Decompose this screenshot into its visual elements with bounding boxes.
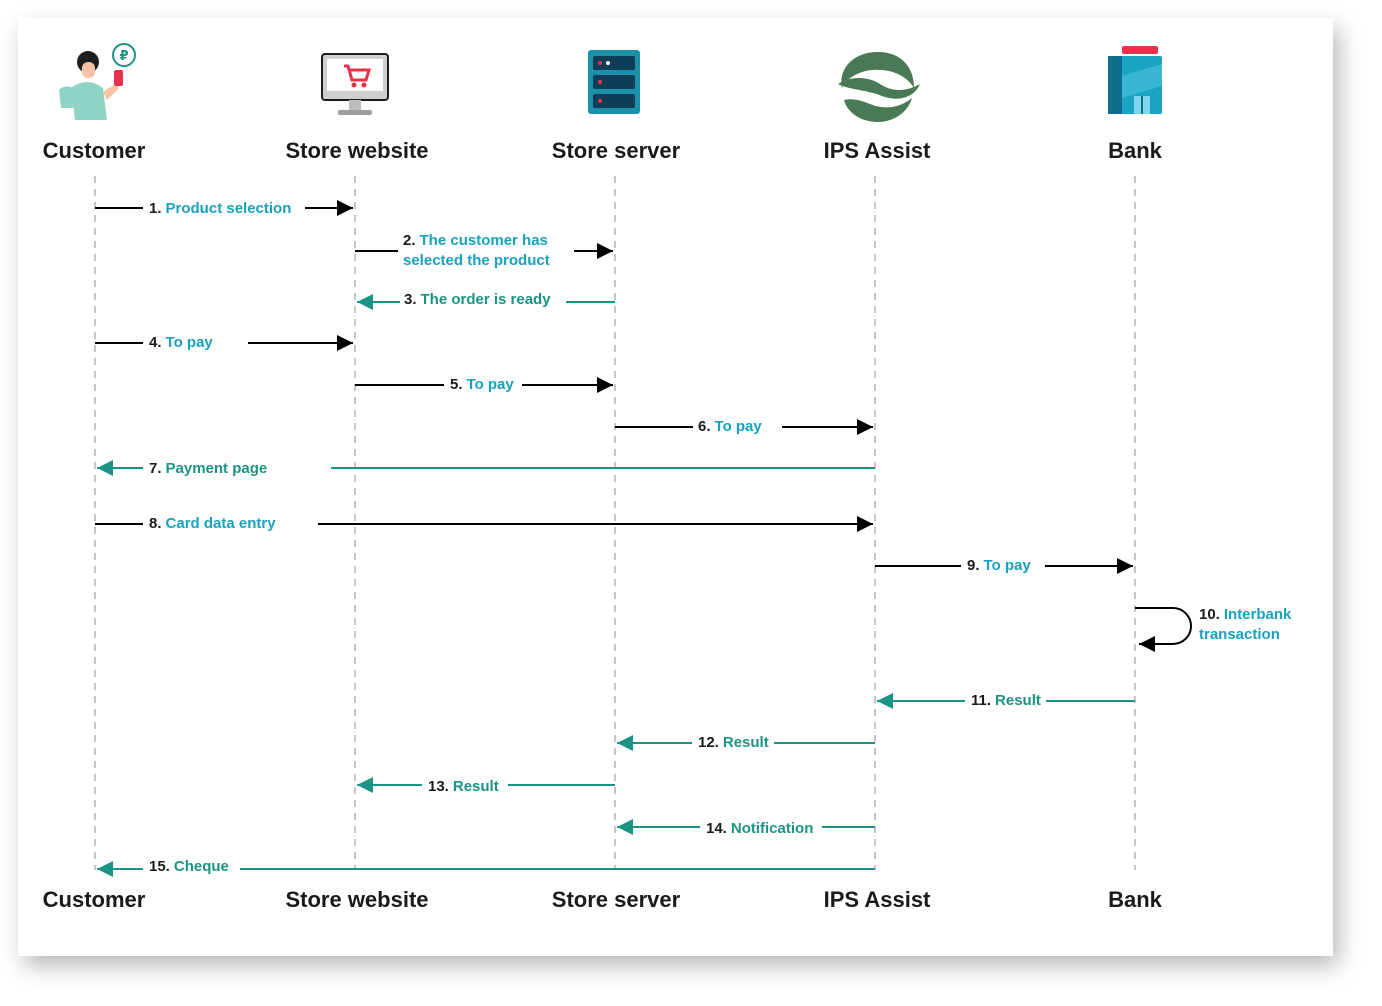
lifelines bbox=[94, 176, 1136, 870]
message-number: 4. bbox=[149, 334, 162, 351]
message-label: 12.Result bbox=[698, 734, 769, 751]
message-number: 12. bbox=[698, 734, 719, 751]
message-6: 6.To pay bbox=[615, 418, 873, 435]
message-label: 14.Notification bbox=[706, 820, 813, 837]
message-number: 10. bbox=[1199, 606, 1220, 623]
customer-person-icon: ₽ bbox=[59, 43, 136, 120]
actor-labels-top: Customer Store website Store server IPS Ass… bbox=[43, 138, 1163, 163]
message-text: Cheque bbox=[174, 858, 229, 875]
message-number: 8. bbox=[149, 515, 162, 532]
message-text: The customer has bbox=[420, 232, 548, 249]
message-text: Interbank bbox=[1224, 606, 1292, 623]
monitor-cart-icon bbox=[321, 53, 389, 115]
message-text: To pay bbox=[984, 557, 1032, 574]
message-2: 2.The customer has selected the product bbox=[355, 232, 613, 269]
actor-label-bank-bottom: Bank bbox=[1108, 887, 1163, 912]
message-14: 14.Notification bbox=[617, 819, 875, 837]
message-text: To pay bbox=[715, 418, 763, 435]
message-number: 13. bbox=[428, 778, 449, 795]
message-label: 13.Result bbox=[428, 778, 499, 795]
message-label: 4.To pay bbox=[149, 334, 213, 351]
actor-label-website-top: Store website bbox=[285, 138, 428, 163]
message-label: 15.Cheque bbox=[149, 858, 229, 875]
message-number: 9. bbox=[967, 557, 980, 574]
sequence-diagram-card: ₽ bbox=[18, 18, 1333, 956]
message-label: 5.To pay bbox=[450, 376, 514, 393]
actor-label-website-bottom: Store website bbox=[285, 887, 428, 912]
message-text: Notification bbox=[731, 820, 814, 837]
message-4: 4.To pay bbox=[95, 334, 353, 351]
message-label: 2.The customer has bbox=[403, 232, 548, 249]
message-label: transaction bbox=[1199, 626, 1280, 643]
message-text: Card data entry bbox=[166, 515, 277, 532]
message-text: Result bbox=[453, 778, 499, 795]
actor-label-customer-bottom: Customer bbox=[43, 887, 146, 912]
ips-assist-logo-icon bbox=[838, 52, 920, 122]
actor-label-bank-top: Bank bbox=[1108, 138, 1163, 163]
message-13: 13.Result bbox=[357, 777, 615, 795]
message-text: Payment page bbox=[166, 460, 268, 477]
message-number: 5. bbox=[450, 376, 463, 393]
message-label: 8.Card data entry bbox=[149, 515, 276, 532]
message-text: Product selection bbox=[166, 200, 292, 217]
message-label: 9.To pay bbox=[967, 557, 1031, 574]
sequence-diagram: ₽ bbox=[43, 43, 1292, 912]
message-5: 5.To pay bbox=[355, 376, 613, 393]
message-number: 7. bbox=[149, 460, 162, 477]
message-text: Result bbox=[995, 692, 1041, 709]
message-12: 12.Result bbox=[617, 734, 875, 751]
message-text: selected the product bbox=[403, 252, 550, 269]
message-10: 10.Interbank transaction bbox=[1135, 606, 1292, 652]
message-3: 3.The order is ready bbox=[357, 291, 615, 310]
server-rack-icon bbox=[588, 50, 640, 114]
svg-text:₽: ₽ bbox=[119, 48, 128, 63]
message-label: selected the product bbox=[403, 252, 550, 269]
message-text: The order is ready bbox=[421, 291, 552, 308]
message-text: transaction bbox=[1199, 626, 1280, 643]
actor-label-ips-top: IPS Assist bbox=[824, 138, 931, 163]
actor-label-ips-bottom: IPS Assist bbox=[824, 887, 931, 912]
message-text: To pay bbox=[166, 334, 214, 351]
message-number: 14. bbox=[706, 820, 727, 837]
message-15: 15.Cheque bbox=[97, 858, 875, 877]
actor-label-server-bottom: Store server bbox=[552, 887, 681, 912]
bank-building-icon bbox=[1108, 46, 1162, 114]
message-number: 6. bbox=[698, 418, 711, 435]
message-8: 8.Card data entry bbox=[95, 515, 873, 532]
message-number: 3. bbox=[404, 291, 417, 308]
message-1: 1.Product selection bbox=[95, 200, 353, 217]
actor-label-customer-top: Customer bbox=[43, 138, 146, 163]
actor-label-server-top: Store server bbox=[552, 138, 681, 163]
message-text: Result bbox=[723, 734, 769, 751]
self-loop-arrow bbox=[1135, 607, 1192, 652]
message-9: 9.To pay bbox=[875, 557, 1133, 574]
message-label: 6.To pay bbox=[698, 418, 762, 435]
message-11: 11.Result bbox=[877, 692, 1135, 709]
message-label: 7.Payment page bbox=[149, 460, 267, 477]
message-7: 7.Payment page bbox=[97, 460, 875, 477]
message-text: To pay bbox=[467, 376, 515, 393]
message-number: 15. bbox=[149, 858, 170, 875]
message-label: 3.The order is ready bbox=[404, 291, 551, 308]
message-label: 11.Result bbox=[971, 692, 1041, 709]
messages: 1.Product selection 2.The customer has sel… bbox=[95, 200, 1292, 877]
message-number: 2. bbox=[403, 232, 416, 249]
actor-labels-bottom: Customer Store website Store server IPS Ass… bbox=[43, 887, 1163, 912]
message-label: 1.Product selection bbox=[149, 200, 291, 217]
message-number: 11. bbox=[971, 692, 991, 709]
message-label: 10.Interbank bbox=[1199, 606, 1292, 623]
message-number: 1. bbox=[149, 200, 162, 217]
